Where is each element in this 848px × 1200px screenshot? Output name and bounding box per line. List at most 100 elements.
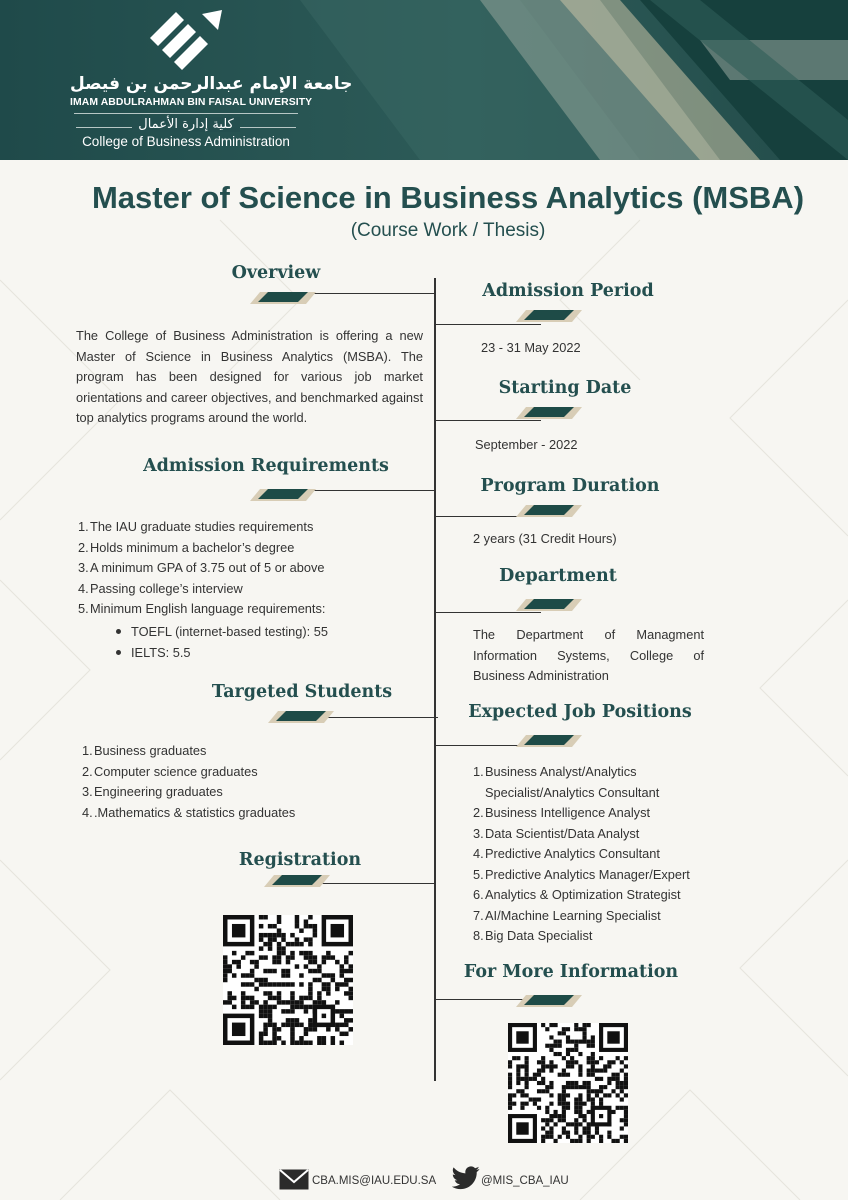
list-item-text: Engineering graduates	[94, 784, 223, 799]
background-pattern	[0, 219, 848, 1200]
list-item: 5.Minimum English language requirements:	[78, 599, 325, 620]
admission-requirements-connector	[260, 490, 435, 491]
list-item: 4.Predictive Analytics Consultant	[473, 844, 690, 865]
list-item: 3.A minimum GPA of 3.75 out of 5 or abov…	[78, 558, 325, 579]
email-link[interactable]: CBA.MIS@IAU.EDU.SA	[312, 1175, 437, 1187]
more-info-heading: For More Information	[463, 962, 679, 982]
list-item-number: 2.	[82, 763, 93, 779]
list-item: IELTS: 5.5	[116, 642, 328, 663]
admission-period-connector	[435, 324, 541, 325]
university-name-arabic: جامعة الإمام عبدالرحمن بن فيصل	[70, 74, 353, 94]
targeted-students-list: 1.Business graduates 2.Computer science …	[82, 741, 295, 823]
list-item-number: 2.	[473, 805, 484, 820]
registration-connector	[268, 883, 435, 884]
registration-qr-code-icon[interactable]	[222, 915, 354, 1045]
page-title: Master of Science in Business Analytics …	[91, 180, 805, 215]
page-subtitle: (Course Work / Thesis)	[350, 220, 546, 241]
list-item-text: Data Scientist/Data Analyst	[485, 825, 640, 841]
starting-date-tag-icon	[516, 407, 582, 419]
list-item-number: 1.	[473, 764, 484, 779]
university-logo-icon	[150, 10, 222, 70]
list-item-number: 3.	[78, 560, 89, 575]
list-item-text: Computer science graduates	[94, 763, 258, 779]
list-item-text: Big Data Specialist	[485, 928, 593, 943]
targeted-students-tag-icon	[268, 711, 334, 723]
list-item-number: 7.	[473, 907, 484, 923]
more-info-tag-icon	[516, 995, 582, 1007]
list-item: 4..Mathematics & statistics graduates	[82, 803, 295, 824]
list-item: 3.Data Scientist/Data Analyst	[473, 824, 690, 845]
list-item-number: 4.	[473, 846, 484, 861]
list-item-text: Predictive Analytics Manager/Expert	[485, 866, 690, 882]
timeline-vertical-line	[434, 278, 436, 1081]
starting-date-value: September - 2022	[475, 437, 578, 452]
list-item: 1.Business graduates	[82, 741, 295, 762]
list-item: 5.Predictive Analytics Manager/Expert	[473, 865, 690, 886]
university-name-english: IMAM ABDULRAHMAN BIN FAISAL UNIVERSITY	[70, 97, 313, 108]
list-item: 4.Passing college’s interview	[78, 579, 325, 600]
overview-connector	[260, 293, 435, 294]
list-item-text: Predictive Analytics Consultant	[485, 846, 660, 861]
list-item: 2.Business Intelligence Analyst	[473, 803, 690, 824]
admission-period-tag-icon	[516, 310, 582, 322]
list-item-number: 1.	[78, 519, 89, 534]
list-item-number: 5.	[78, 601, 89, 616]
twitter-icon	[452, 1166, 480, 1190]
program-duration-connector	[435, 516, 541, 517]
department-connector	[435, 612, 541, 613]
targeted-students-connector	[282, 717, 438, 718]
header-banner: جامعة الإمام عبدالرحمن بن فيصل IMAM ABDU…	[0, 0, 848, 160]
admission-requirements-list: 1.The IAU graduate studies requirements …	[78, 517, 325, 620]
program-duration-tag-icon	[516, 505, 582, 517]
english-requirements-list: TOEFL (internet-based testing): 55 IELTS…	[116, 621, 328, 663]
list-item-number: 3.	[473, 825, 484, 841]
more-info-connector	[435, 999, 541, 1000]
email-icon	[279, 1169, 309, 1190]
list-item-number: 8.	[473, 928, 484, 943]
starting-date-heading: Starting Date	[498, 378, 632, 398]
list-item-text: Holds minimum a bachelor’s degree	[90, 539, 295, 555]
list-item-text: A minimum GPA of 3.75 out of 5 or above	[90, 560, 325, 575]
list-item-number: 6.	[473, 887, 484, 902]
registration-heading: Registration	[238, 850, 362, 870]
department-value: The Department of Managment Information …	[473, 627, 704, 683]
admission-requirements-heading: Admission Requirements	[143, 456, 389, 476]
list-item-text: The IAU graduate studies requirements	[90, 519, 314, 534]
department-tag-icon	[516, 599, 582, 611]
job-positions-tag-icon	[516, 735, 582, 747]
college-name-arabic-text: كلية إدارة الأعمال	[132, 117, 240, 132]
targeted-students-heading: Targeted Students	[211, 682, 393, 702]
list-item: TOEFL (internet-based testing): 55	[116, 621, 328, 642]
registration-tag-icon	[264, 875, 330, 887]
list-item: 8.Big Data Specialist	[473, 926, 690, 947]
list-item: 7.AI/Machine Learning Specialist	[473, 906, 690, 927]
list-item-text: Passing college’s interview	[90, 580, 243, 596]
department-heading: Department	[499, 566, 617, 586]
header-divider	[74, 113, 298, 114]
list-item: 1.The IAU graduate studies requirements	[78, 517, 325, 538]
list-item-text-continued: Specialist/Analytics Consultant	[485, 784, 660, 800]
job-positions-connector	[435, 745, 541, 746]
admission-period-heading: Admission Period	[482, 281, 654, 301]
list-item-text: Business Intelligence Analyst	[485, 805, 651, 820]
overview-heading: Overview	[231, 263, 321, 283]
program-duration-value: 2 years (31 Credit Hours)	[473, 531, 617, 546]
twitter-link[interactable]: @MIS_CBA_IAU	[481, 1175, 569, 1187]
job-positions-heading: Expected Job Positions	[468, 702, 692, 722]
more-info-qr-code-icon[interactable]	[508, 1023, 628, 1143]
list-item-number: 2.	[78, 539, 89, 555]
college-name-english: College of Business Administration	[82, 134, 290, 149]
list-item-number: 4.	[82, 804, 93, 820]
list-item: 3.Engineering graduates	[82, 782, 295, 803]
list-item-text: Business Analyst/Analytics	[485, 764, 637, 779]
list-item-text: .Mathematics & statistics graduates	[94, 804, 296, 820]
list-item-text: Minimum English language requirements:	[90, 601, 326, 616]
list-item: 2.Holds minimum a bachelor’s degree	[78, 538, 325, 559]
admission-period-value: 23 - 31 May 2022	[481, 340, 581, 355]
list-item-text: AI/Machine Learning Specialist	[485, 907, 661, 923]
list-item-number: 4.	[78, 580, 89, 596]
list-item-text: Business graduates	[94, 743, 207, 758]
